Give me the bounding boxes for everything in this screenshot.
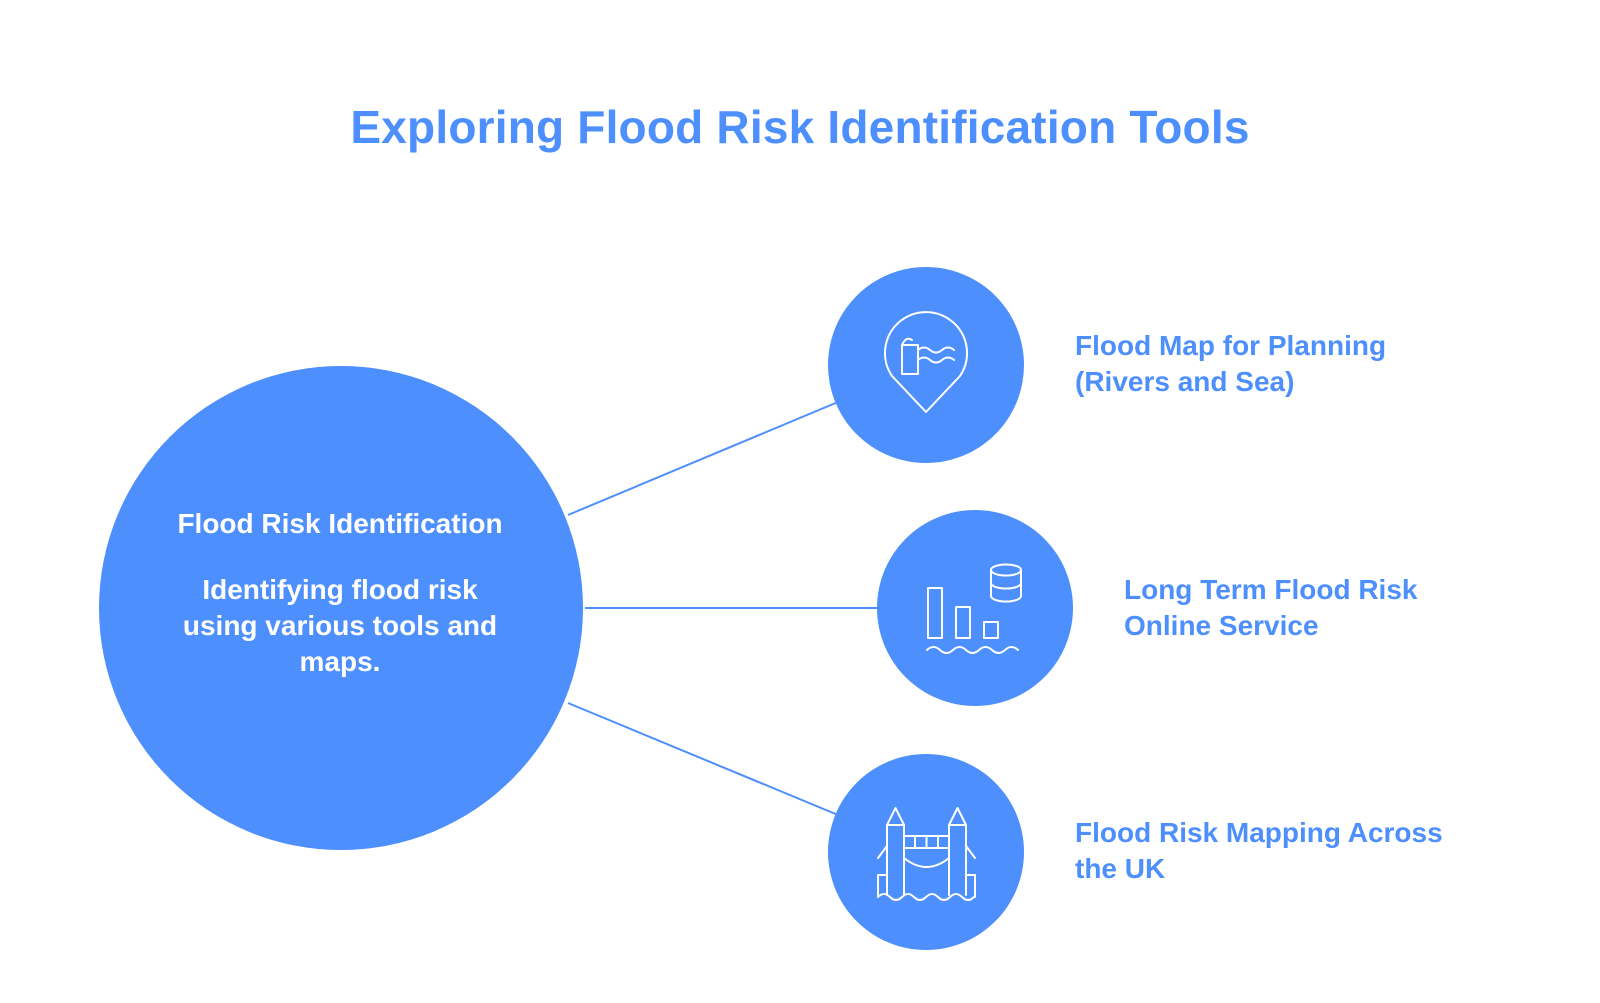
tower-bridge-icon (877, 807, 976, 901)
item-label-line: (Rivers and Sea) (1075, 366, 1295, 397)
item-label-line: Online Service (1124, 610, 1319, 641)
item-label-line: the UK (1075, 853, 1166, 884)
center-description-line: maps. (299, 646, 381, 677)
item-label-uk-mapping: Flood Risk Mapping Across the UK (1075, 815, 1443, 887)
node-circle-2 (877, 510, 1073, 706)
center-node-title: Flood Risk Identification (177, 508, 503, 539)
item-label-line: Flood Map for Planning (1075, 330, 1387, 361)
node-circle-1 (828, 267, 1024, 463)
item-label-flood-map: Flood Map for Planning (Rivers and Sea) (1075, 328, 1386, 400)
bar-chart-database-icon (926, 563, 1022, 654)
map-pin-water-icon (884, 311, 968, 413)
item-label-line: Long Term Flood Risk (1124, 574, 1418, 605)
connector-line-1 (567, 401, 839, 516)
center-circle (99, 366, 583, 850)
center-node-text: Flood Risk Identification Identifying fl… (130, 500, 550, 680)
page-title: Exploring Flood Risk Identification Tool… (350, 101, 1250, 153)
connector-line-3 (567, 702, 839, 816)
item-label-long-term-service: Long Term Flood Risk Online Service (1124, 572, 1417, 644)
center-description-line: Identifying flood risk (202, 574, 478, 605)
center-node-description: Identifying flood risk using various too… (130, 572, 550, 680)
center-description-line: using various tools and (182, 610, 498, 641)
node-circle-3 (828, 754, 1024, 950)
item-label-line: Flood Risk Mapping Across (1075, 817, 1443, 848)
